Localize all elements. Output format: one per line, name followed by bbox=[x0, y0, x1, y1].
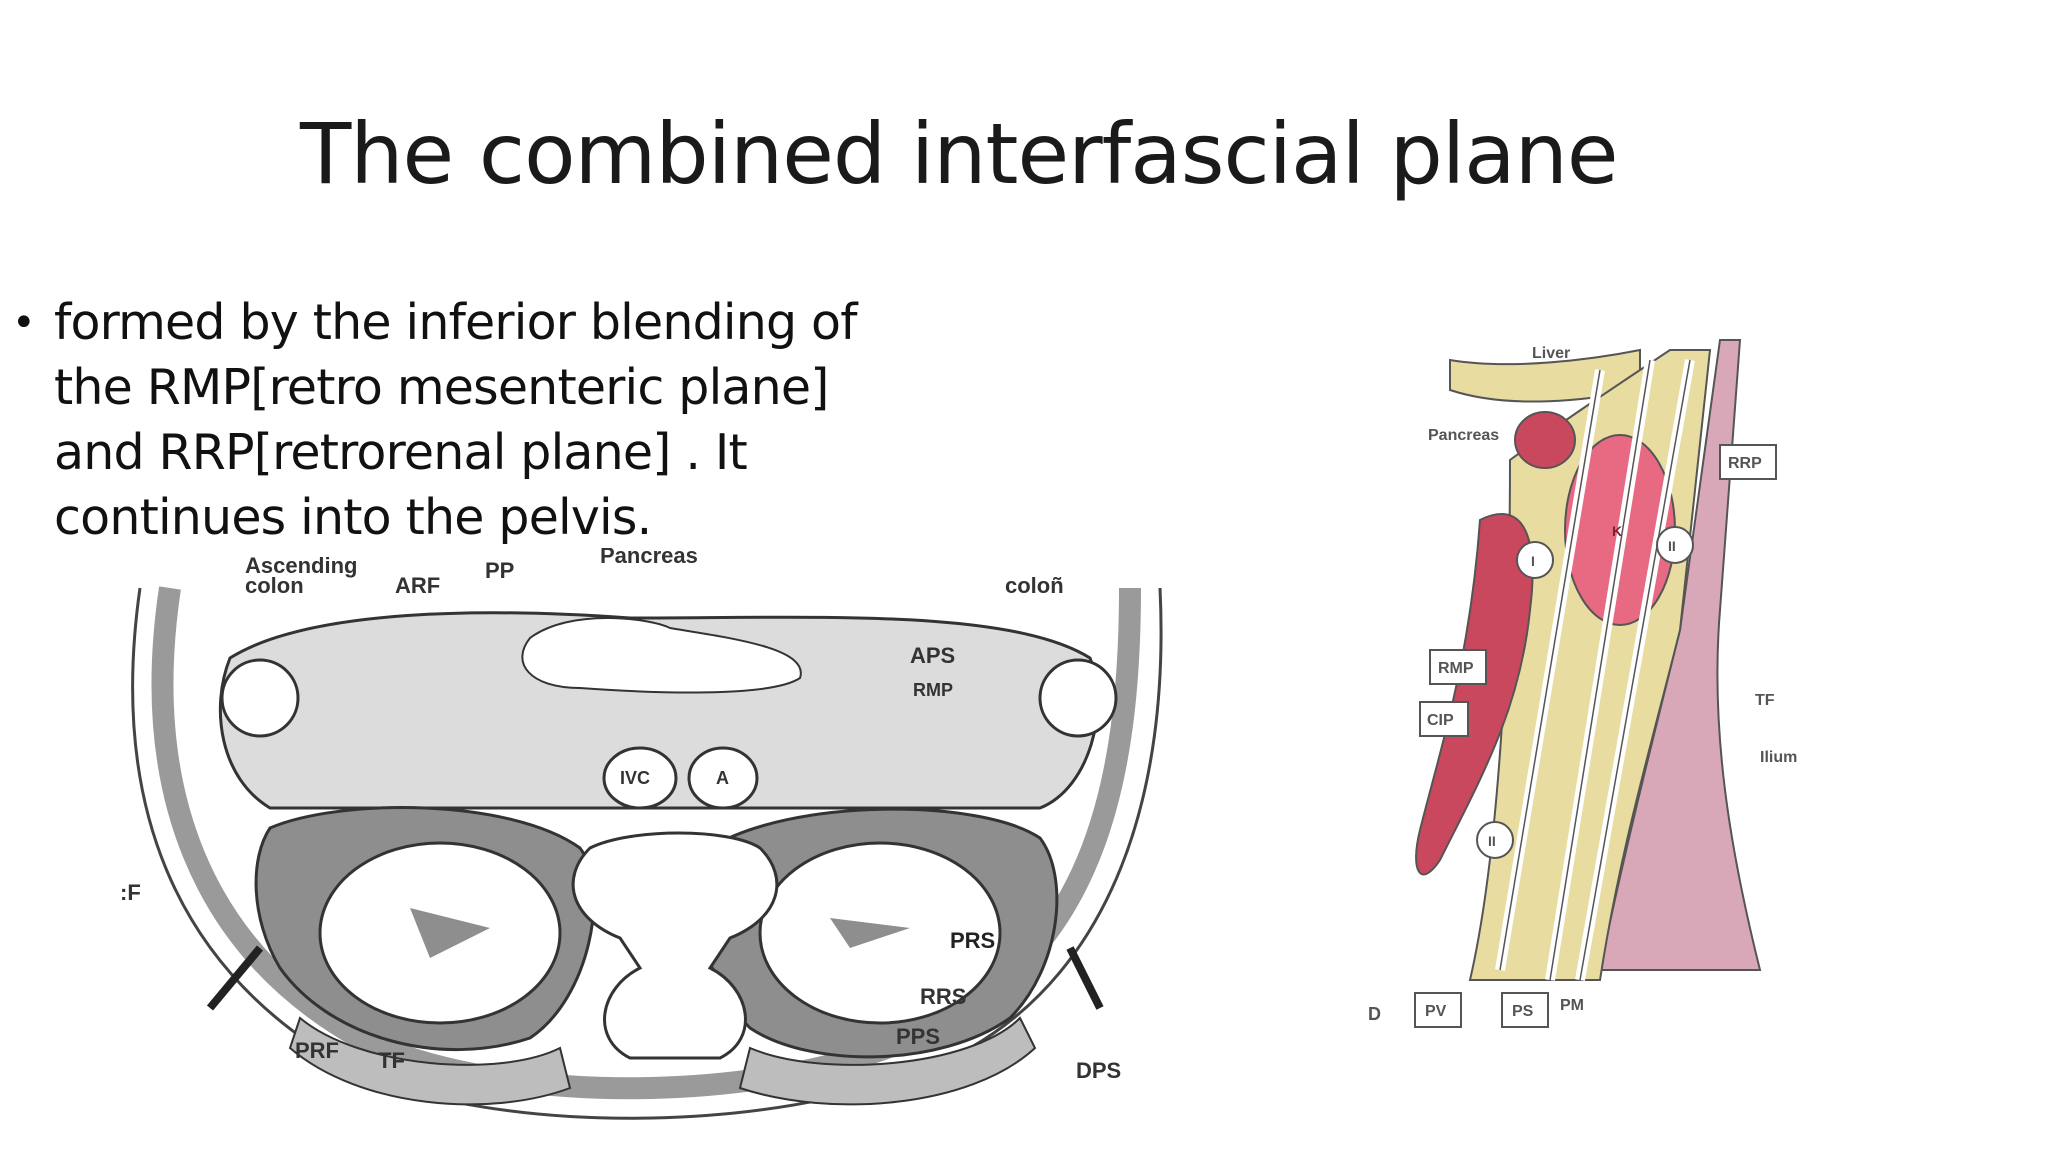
label-cip: CIP bbox=[1427, 712, 1454, 729]
transversalis-fascia-band bbox=[151, 586, 1141, 1100]
vertebra-shape bbox=[571, 831, 779, 1060]
region-ii-marker-lower bbox=[1476, 821, 1514, 859]
label-d: D bbox=[1368, 1004, 1381, 1024]
arrow-left bbox=[206, 945, 264, 1011]
label-pp: PP bbox=[485, 558, 514, 583]
label-ascending-colon-line1: Ascending bbox=[245, 553, 357, 578]
pancreas-shape bbox=[521, 617, 802, 694]
bullet-item: • formed by the inferior blending of the… bbox=[12, 290, 892, 550]
label-ps: PS bbox=[1512, 1003, 1534, 1020]
left-renal-hilum bbox=[830, 918, 910, 948]
right-renal-hilum bbox=[410, 908, 490, 958]
label-arf: ARF bbox=[395, 573, 440, 598]
label-liver: Liver bbox=[1532, 345, 1570, 362]
label-pm: PM bbox=[1560, 997, 1584, 1014]
cip-box bbox=[1419, 701, 1469, 737]
label-pancreas: Pancreas bbox=[1428, 427, 1499, 444]
region-ii-marker-upper bbox=[1656, 526, 1694, 564]
label-rrs: RRS bbox=[920, 984, 966, 1009]
label-prf: PRF bbox=[295, 1038, 339, 1063]
pv-box bbox=[1414, 992, 1462, 1028]
body-wall-outline bbox=[131, 587, 1163, 1120]
label-pps: PPS bbox=[896, 1024, 940, 1049]
rmp-box bbox=[1429, 649, 1487, 685]
posterior-pararenal-space-left bbox=[738, 1016, 1037, 1106]
ps-box bbox=[1501, 992, 1549, 1028]
label-cf: :F bbox=[120, 880, 141, 905]
label-pv: PV bbox=[1425, 1003, 1447, 1020]
label-aorta: A bbox=[716, 768, 729, 788]
label-ilium: Ilium bbox=[1760, 749, 1797, 766]
axial-cross-section-diagram: Ascending colon ARF PP Pancreas coloñ AP… bbox=[120, 548, 1163, 1120]
label-tf: TF bbox=[1755, 692, 1775, 709]
rrp-box bbox=[1719, 444, 1777, 480]
ivc-vessel bbox=[602, 746, 678, 810]
label-region-ii-lower: II bbox=[1488, 833, 1496, 849]
label-pancreas: Pancreas bbox=[600, 548, 698, 568]
descending-colon-shape bbox=[1038, 658, 1118, 738]
bullet-icon: • bbox=[12, 300, 36, 346]
slide-title: The combined interfascial plane bbox=[300, 105, 1619, 203]
label-dps: DPS bbox=[1076, 1058, 1121, 1083]
label-rmp: RMP bbox=[1438, 660, 1474, 677]
label-aps: APS bbox=[910, 643, 955, 668]
label-kidney: K bbox=[1612, 523, 1622, 539]
pancreas-shape bbox=[1514, 411, 1576, 469]
sagittal-diagram: I II II K RRP RMP CIP PV PS Liver Pancre… bbox=[1368, 339, 1797, 1028]
aorta-vessel bbox=[687, 746, 759, 810]
label-rmp: RMP bbox=[913, 680, 953, 700]
label-ascending-colon-line2: colon bbox=[245, 573, 304, 598]
bullet-text: formed by the inferior blending of the R… bbox=[54, 294, 857, 546]
arrow-right bbox=[1066, 946, 1104, 1010]
label-tf: TF bbox=[378, 1048, 405, 1073]
label-prs: PRS bbox=[950, 928, 995, 953]
label-region-ii-upper: II bbox=[1668, 538, 1676, 554]
anterior-pararenal-space bbox=[218, 611, 1100, 810]
label-rrp: RRP bbox=[1728, 455, 1762, 472]
label-ivc: IVC bbox=[620, 768, 650, 788]
posterior-pararenal-space bbox=[288, 1016, 572, 1106]
region-i-marker bbox=[1516, 541, 1554, 579]
ascending-colon-shape bbox=[220, 658, 300, 738]
label-region-i: I bbox=[1531, 553, 1535, 569]
label-colon: coloñ bbox=[1005, 573, 1064, 598]
